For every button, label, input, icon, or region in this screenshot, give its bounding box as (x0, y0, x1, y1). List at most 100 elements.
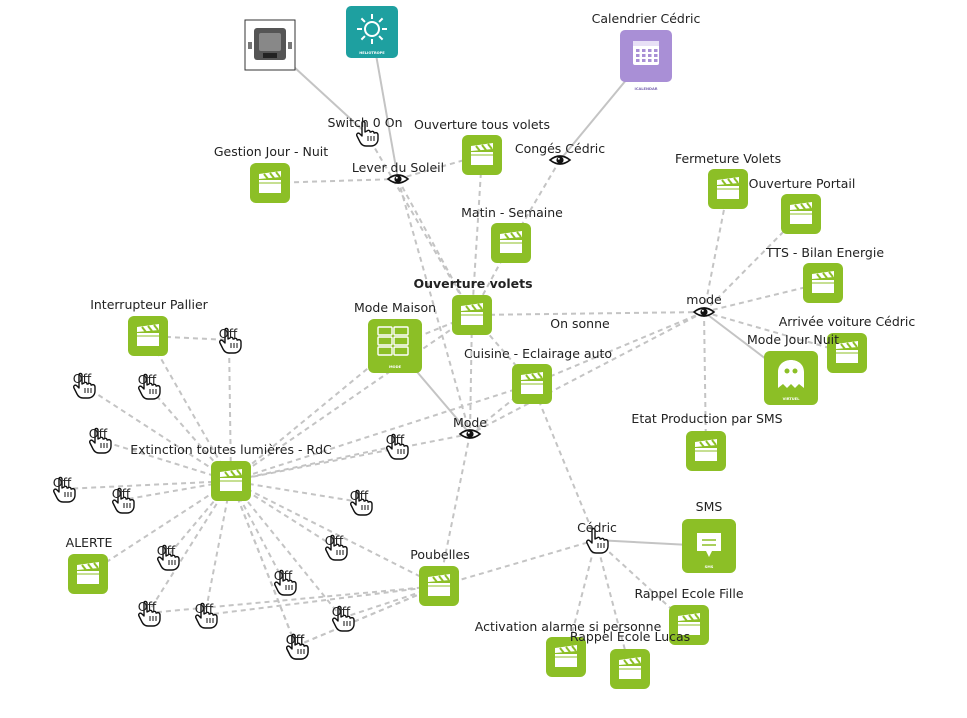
node-on-sonne[interactable]: On sonne (550, 316, 610, 331)
node-label: Switch 0 On (328, 115, 403, 130)
node-label: Off (332, 604, 351, 619)
node-rappel-fille[interactable]: Rappel Ecole Fille (634, 586, 744, 646)
node-mode-center[interactable]: Mode (453, 415, 487, 439)
edge-cuisine-to-cedric (531, 383, 597, 541)
node-caption: ICALENDAR (634, 87, 657, 91)
node-off-7[interactable]: Off (112, 486, 135, 514)
edge-lever-soleil-to-ouverture-volets (397, 178, 473, 316)
node-lever-soleil[interactable]: Lever du Soleil (352, 160, 444, 184)
edge-off-13-to-poubelles (204, 585, 440, 616)
node-ouverture-portail[interactable]: Ouverture Portail (749, 176, 856, 235)
node-mode-right[interactable]: mode (686, 292, 722, 317)
eye-icon[interactable] (459, 429, 481, 439)
node-heliotrope[interactable]: HELIOTROPE (346, 6, 398, 58)
node-off-5[interactable]: Off (386, 432, 409, 460)
clapperboard-icon[interactable] (707, 168, 749, 210)
clapperboard-icon[interactable] (511, 363, 553, 405)
node-conges[interactable]: Congés Cédric (515, 141, 605, 165)
node-caption: HELIOTROPE (359, 51, 385, 55)
node-activation-alarme[interactable]: Activation alarme si personne (475, 619, 662, 678)
calendar-icon[interactable] (620, 30, 672, 82)
node-off-2[interactable]: Off (73, 371, 96, 399)
edge-extinction-to-off-8 (230, 480, 361, 503)
clapperboard-icon[interactable] (609, 648, 651, 690)
clapperboard-icon[interactable] (451, 294, 493, 336)
node-off-4[interactable]: Off (89, 426, 112, 454)
node-gestion-jour-nuit[interactable]: Gestion Jour - Nuit (214, 144, 328, 204)
node-label: Gestion Jour - Nuit (214, 144, 328, 159)
node-label: Off (219, 326, 238, 341)
house-modes-icon[interactable] (368, 319, 422, 373)
node-mode-maison[interactable]: MODE Mode Maison (354, 300, 436, 373)
edge-off-12-to-poubelles (147, 585, 440, 614)
node-ouverture-tous[interactable]: Ouverture tous volets (414, 117, 550, 176)
node-label: Cédric (577, 520, 617, 535)
node-cuisine[interactable]: Cuisine - Eclairage auto (464, 346, 612, 405)
clapperboard-icon[interactable] (418, 565, 460, 607)
node-extinction[interactable]: Extinction toutes lumières - RdC (130, 442, 332, 502)
clapperboard-icon[interactable] (210, 460, 252, 502)
node-label: Matin - Semaine (461, 205, 563, 220)
node-label: Mode Maison (354, 300, 436, 315)
node-cedric[interactable]: Cédric (577, 520, 617, 554)
node-rappel-lucas[interactable]: Rappel Ecole Lucas (570, 629, 690, 690)
clapperboard-icon[interactable] (802, 262, 844, 304)
edge-extinction-to-off-6 (62, 480, 232, 490)
node-off-12[interactable]: Off (138, 599, 161, 627)
node-interrupteur-pallier[interactable]: Interrupteur Pallier (90, 297, 209, 357)
clapperboard-icon[interactable] (685, 430, 727, 472)
node-label: Extinction toutes lumières - RdC (130, 442, 332, 457)
node-label: Off (386, 432, 405, 447)
node-device-photo[interactable] (244, 19, 296, 71)
node-off-8[interactable]: Off (350, 488, 373, 516)
eye-icon[interactable] (387, 174, 409, 184)
node-tts-bilan[interactable]: TTS - Bilan Energie (765, 245, 884, 304)
node-off-9[interactable]: Off (325, 533, 348, 561)
clapperboard-icon[interactable] (490, 222, 532, 264)
node-off-10[interactable]: Off (157, 543, 180, 571)
node-label: Off (325, 533, 344, 548)
node-label: Congés Cédric (515, 141, 605, 156)
eye-icon[interactable] (549, 155, 571, 165)
edge-extinction-to-off-2 (82, 384, 232, 482)
node-off-16[interactable]: Off (286, 632, 309, 660)
node-fermeture-volets[interactable]: Fermeture Volets (675, 151, 781, 210)
node-label: Off (89, 426, 108, 441)
node-off-14[interactable]: Off (332, 604, 355, 632)
node-label: Etat Production par SMS (631, 411, 782, 426)
node-label: On sonne (550, 316, 610, 331)
node-label: Poubelles (410, 547, 469, 562)
device-photo-icon[interactable] (244, 19, 296, 71)
clapperboard-icon[interactable] (249, 162, 291, 204)
clapperboard-icon[interactable] (780, 193, 822, 235)
ghost-icon[interactable] (764, 351, 818, 405)
node-etat-production[interactable]: Etat Production par SMS (631, 411, 783, 472)
node-arrivee-voiture[interactable]: Arrivée voiture Cédric (779, 314, 916, 374)
chat-bubble-icon[interactable] (682, 519, 736, 573)
clapperboard-icon[interactable] (461, 134, 503, 176)
node-caption: MODE (389, 365, 402, 369)
edge-switch0-to-ouverture-volets (365, 132, 473, 316)
clapperboard-icon[interactable] (127, 315, 169, 357)
node-off-11[interactable]: Off (274, 568, 297, 596)
node-matin-semaine[interactable]: Matin - Semaine (461, 205, 563, 264)
clapperboard-icon[interactable] (67, 553, 109, 595)
node-off-6[interactable]: Off (53, 475, 76, 503)
node-off-1[interactable]: Off (219, 326, 242, 354)
node-poubelles[interactable]: Poubelles (410, 547, 470, 607)
edge-cuisine-to-extinction (230, 383, 533, 482)
node-off-13[interactable]: Off (195, 601, 218, 629)
node-ouverture-volets[interactable]: Ouverture volets (413, 276, 533, 336)
node-caption: SMS (705, 565, 714, 569)
eye-icon[interactable] (693, 307, 715, 317)
node-off-3[interactable]: Off (138, 372, 161, 400)
node-label: Off (138, 372, 157, 387)
edge-conges-to-matin-semaine (510, 159, 561, 244)
node-switch0[interactable]: Switch 0 On (328, 115, 403, 147)
edge-off-1-to-extinction (228, 339, 232, 482)
node-alerte[interactable]: ALERTE (66, 535, 113, 595)
sun-icon[interactable] (346, 6, 398, 58)
